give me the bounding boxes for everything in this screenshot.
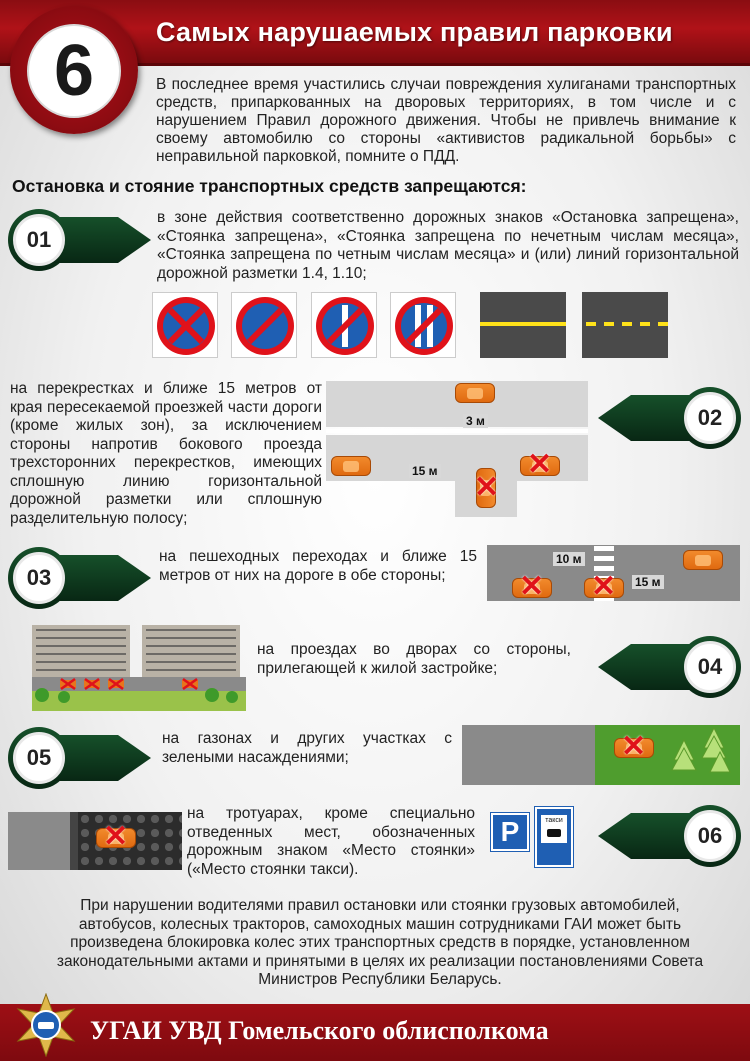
parking-sign: P [490,812,530,852]
violation-x-icon: ✕ [103,820,129,853]
rule-text-06: на тротуарах, кроме специально отведенны… [187,805,475,878]
rule-number-05: 05 [13,732,65,784]
violation-x-icon: ✕ [519,570,545,603]
footer-paragraph: При нарушении водителями правил остановк… [56,897,704,988]
marking-dashed-yellow-line [582,292,668,358]
section-subheading: Остановка и стояние транспортных средств… [12,176,527,196]
footer-bar [0,1004,750,1061]
distance-label-10m: 10 м [553,552,585,566]
taxi-car-icon [547,829,561,837]
car-violation-right [520,456,560,476]
taxi-sign-label: такси [545,817,563,824]
distance-label-15m-crossing: 15 м [632,575,664,589]
sign-no-parking-even-days [390,292,456,358]
car-allowed-top [455,383,495,403]
marking-solid-yellow-line [480,292,566,358]
distance-label-3m: 3 м [463,414,488,428]
car-violation-lawn [614,738,654,758]
sidewalk-curb [70,812,78,870]
rule-badge-01: 01 [6,207,151,273]
sidewalk-road [8,812,70,870]
rule-text-01: в зоне действия соответственно дорожных … [157,209,739,282]
rule-text-04: на проездах во дворах со стороны, прилег… [257,641,571,677]
violation-x-icon: ✕ [591,570,617,603]
trees-illustration [670,726,738,784]
sign-no-stopping [152,292,218,358]
car-violation-crossing-left [512,578,552,598]
lawn-road [462,725,595,785]
violation-x-icon: ✕ [621,730,647,763]
police-star-emblem-icon [14,992,78,1058]
rule-number-02: 02 [684,392,736,444]
car-allowed-crossing [683,550,723,570]
rule-number-03: 03 [13,552,65,604]
taxi-parking-sign: такси [534,806,574,868]
sign-no-parking [231,292,297,358]
rule-number-06: 06 [684,810,736,862]
rule-number-04: 04 [684,641,736,693]
rule-badge-03: 03 [6,545,151,611]
rule-badge-04: 04 [598,634,743,700]
car-violation-crossing [584,578,624,598]
violation-x-icon: ✕ [527,448,553,481]
rule-text-03: на пешеходных переходах и ближе 15 метро… [159,548,477,584]
car-violation-sidewalk [96,828,136,848]
page-title: Самых нарушаемых правил парковки [156,17,673,47]
rule-badge-05: 05 [6,725,151,791]
rule-badge-02: 02 [598,385,743,451]
sign-no-parking-odd-days [311,292,377,358]
distance-label-15m: 15 м [409,464,441,478]
number-emblem-value: 6 [27,24,121,118]
intersection-center-line [326,429,588,433]
rule-number-01: 01 [13,214,65,266]
rule-badge-06: 06 [598,803,743,869]
violation-x-icon: ✕ [474,471,500,504]
intro-paragraph: В последнее время участились случаи повр… [156,76,736,165]
taxi-sign-panel: такси [541,815,567,843]
car-allowed-left [331,456,371,476]
apartment-buildings-illustration [32,625,246,711]
footer-title: УГАИ УВД Гомельского облисполкома [90,1016,549,1045]
rule-text-05: на газонах и других участках с зелеными … [162,730,452,766]
rule-text-02: на перекрестках и ближе 15 метров от кра… [10,380,322,527]
